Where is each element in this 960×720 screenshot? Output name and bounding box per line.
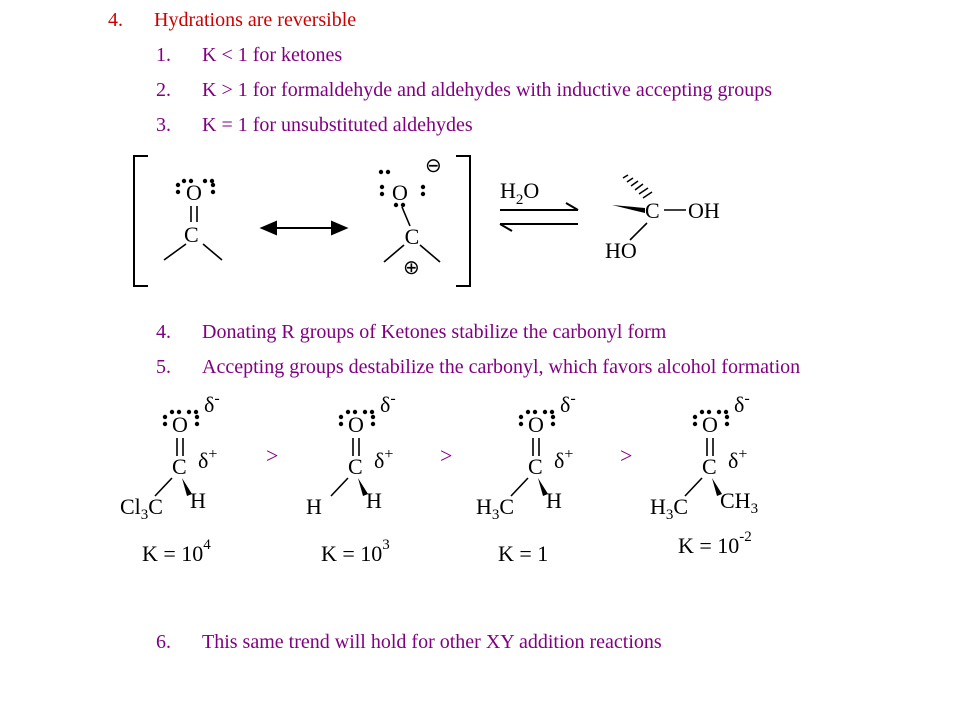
greater-than-sign-1: > <box>266 443 278 468</box>
compound-oxygen: O <box>172 412 188 437</box>
left-substituent: Cl3C <box>120 494 163 523</box>
equilibrium-constant: K = 103 <box>321 537 390 566</box>
outline-item-number: 4. <box>156 321 171 343</box>
wedge-bond <box>538 478 548 496</box>
hydrate-structure: C OH HO <box>605 174 720 263</box>
compound-carbon: C <box>702 454 717 479</box>
right-substituent: H <box>546 488 562 513</box>
delta-plus-label: δ+ <box>374 446 393 473</box>
carbonyl-structure: O C <box>163 178 223 261</box>
equilibrium-constant: K = 104 <box>142 537 211 566</box>
outline-item-text: K < 1 for ketones <box>202 44 343 66</box>
outline-item-number: 1. <box>156 44 171 66</box>
left-substituent: H3C <box>650 494 688 523</box>
outline-item-number: 6. <box>156 631 171 653</box>
outline-item-number: 2. <box>156 79 171 101</box>
right-bracket <box>456 155 471 287</box>
outline-item-text: K > 1 for formaldehyde and aldehydes wit… <box>202 79 772 101</box>
carbonyl-oxygen: O <box>186 180 202 205</box>
compound-oxygen: O <box>702 412 718 437</box>
equilibrium-constant: K = 1 <box>498 541 548 566</box>
compound-carbon: C <box>528 454 543 479</box>
outline-item-number: 3. <box>156 114 171 136</box>
delta-minus-label: δ- <box>380 390 396 417</box>
equilibrium-arrows <box>499 202 579 232</box>
right-substituent: H <box>366 488 382 513</box>
wedge-bond <box>182 478 192 496</box>
greater-than-sign-2: > <box>440 443 452 468</box>
outline-item-number: 5. <box>156 356 171 378</box>
delta-plus-label: δ+ <box>554 446 573 473</box>
solid-wedge <box>612 205 645 213</box>
compound-oxygen: O <box>528 412 544 437</box>
negative-charge-icon: ⊖ <box>425 155 442 177</box>
outline-item-text: Donating R groups of Ketones stabilize t… <box>202 321 667 343</box>
wedge-bond <box>712 478 722 496</box>
delta-minus-label: δ- <box>734 390 750 417</box>
outline-heading-text: Hydrations are reversible <box>154 9 357 31</box>
outline-item-text: Accepting groups destabilize the carbony… <box>202 356 801 378</box>
left-substituent: H <box>306 494 322 519</box>
compound-carbon: C <box>172 454 187 479</box>
zwitterion-structure: O ⊖ C ⊕ <box>378 155 442 279</box>
compound-carbon: C <box>348 454 363 479</box>
positive-charge-icon: ⊕ <box>403 257 420 279</box>
outline-item-text: K = 1 for unsubstituted aldehydes <box>202 114 473 136</box>
right-substituent: H <box>190 488 206 513</box>
greater-than-sign-3: > <box>620 443 632 468</box>
right-substituent: CH3 <box>720 488 758 517</box>
hashed-wedge <box>622 174 653 199</box>
resonance-brackets <box>133 155 471 287</box>
left-substituent: H3C <box>476 494 514 523</box>
water-reagent: H2O <box>500 178 539 208</box>
hydroxyl-right: OH <box>688 198 720 223</box>
zwitterion-oxygen: O <box>392 180 408 205</box>
resonance-arrow <box>259 220 349 236</box>
outline-item-text: This same trend will hold for other XY a… <box>202 631 662 653</box>
carbonyl-carbon: C <box>184 222 199 247</box>
delta-minus-label: δ- <box>560 390 576 417</box>
hydrate-carbon: C <box>645 198 660 223</box>
wedge-bond <box>358 478 368 496</box>
delta-plus-label: δ+ <box>198 446 217 473</box>
zwitterion-carbon: C <box>405 224 420 249</box>
compound-oxygen: O <box>348 412 364 437</box>
left-bracket <box>133 155 148 287</box>
hydroxyl-left: HO <box>605 238 637 263</box>
equilibrium-constant: K = 10-2 <box>678 529 752 558</box>
outline-heading-number: 4. <box>108 9 123 31</box>
delta-plus-label: δ+ <box>728 446 747 473</box>
delta-minus-label: δ- <box>204 390 220 417</box>
